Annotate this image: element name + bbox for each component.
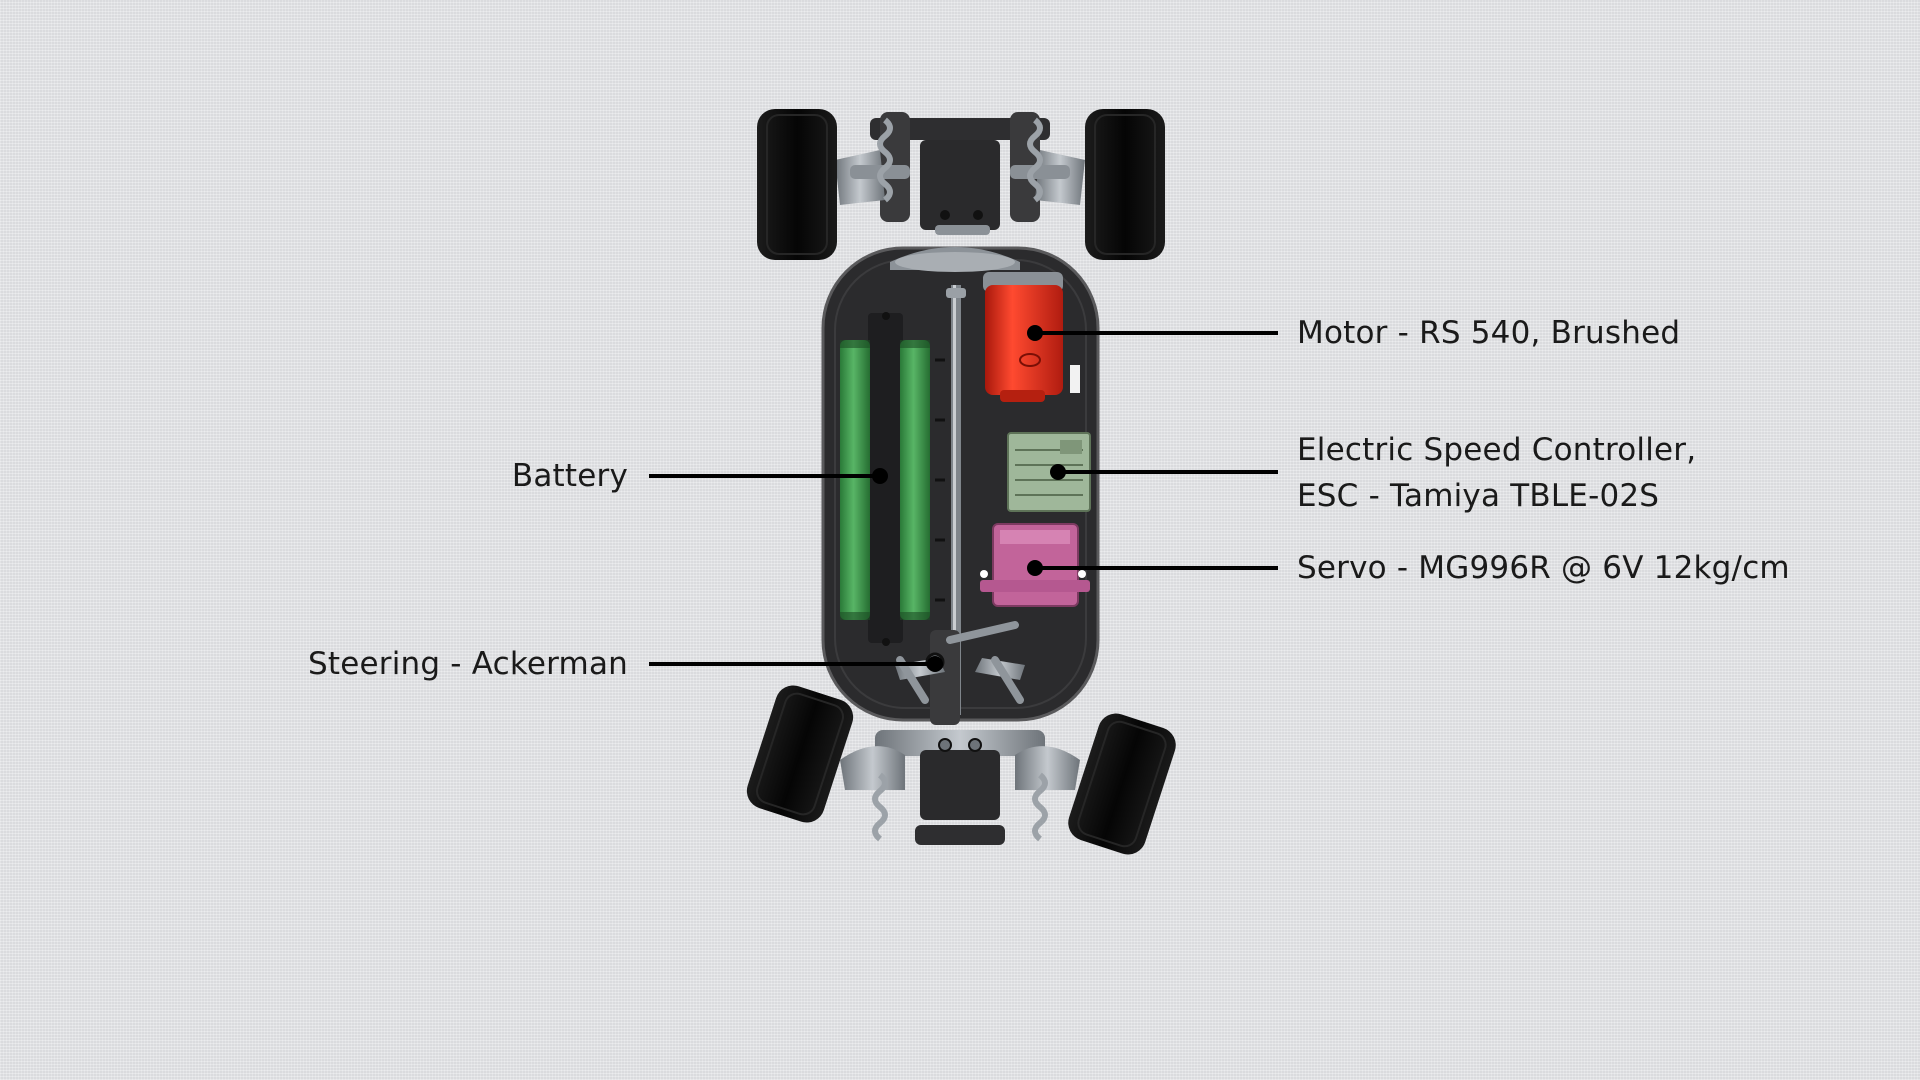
rear-left-tire (742, 681, 858, 827)
esc-label-line1: Electric Speed Controller, (1297, 428, 1696, 473)
esc-leader-dot (1050, 464, 1066, 480)
battery-leader-dot (872, 468, 888, 484)
motor-leader-dot (1027, 325, 1043, 341)
battery-label: Battery (512, 454, 628, 499)
esc-label-line2: ESC - Tamiya TBLE-02S (1297, 474, 1659, 519)
front-left-tire (757, 109, 837, 260)
front-right-tire (1085, 109, 1165, 260)
rear-suspension (840, 730, 1080, 845)
steering-leader-dot (927, 656, 943, 672)
battery-pack (840, 312, 945, 646)
front-suspension (835, 112, 1085, 235)
steering-label: Steering - Ackerman (308, 642, 628, 687)
servo-label: Servo - MG996R @ 6V 12kg/cm (1297, 546, 1790, 591)
servo-leader-dot (1027, 560, 1043, 576)
motor-label: Motor - RS 540, Brushed (1297, 311, 1680, 356)
rear-right-tire (1064, 709, 1181, 859)
